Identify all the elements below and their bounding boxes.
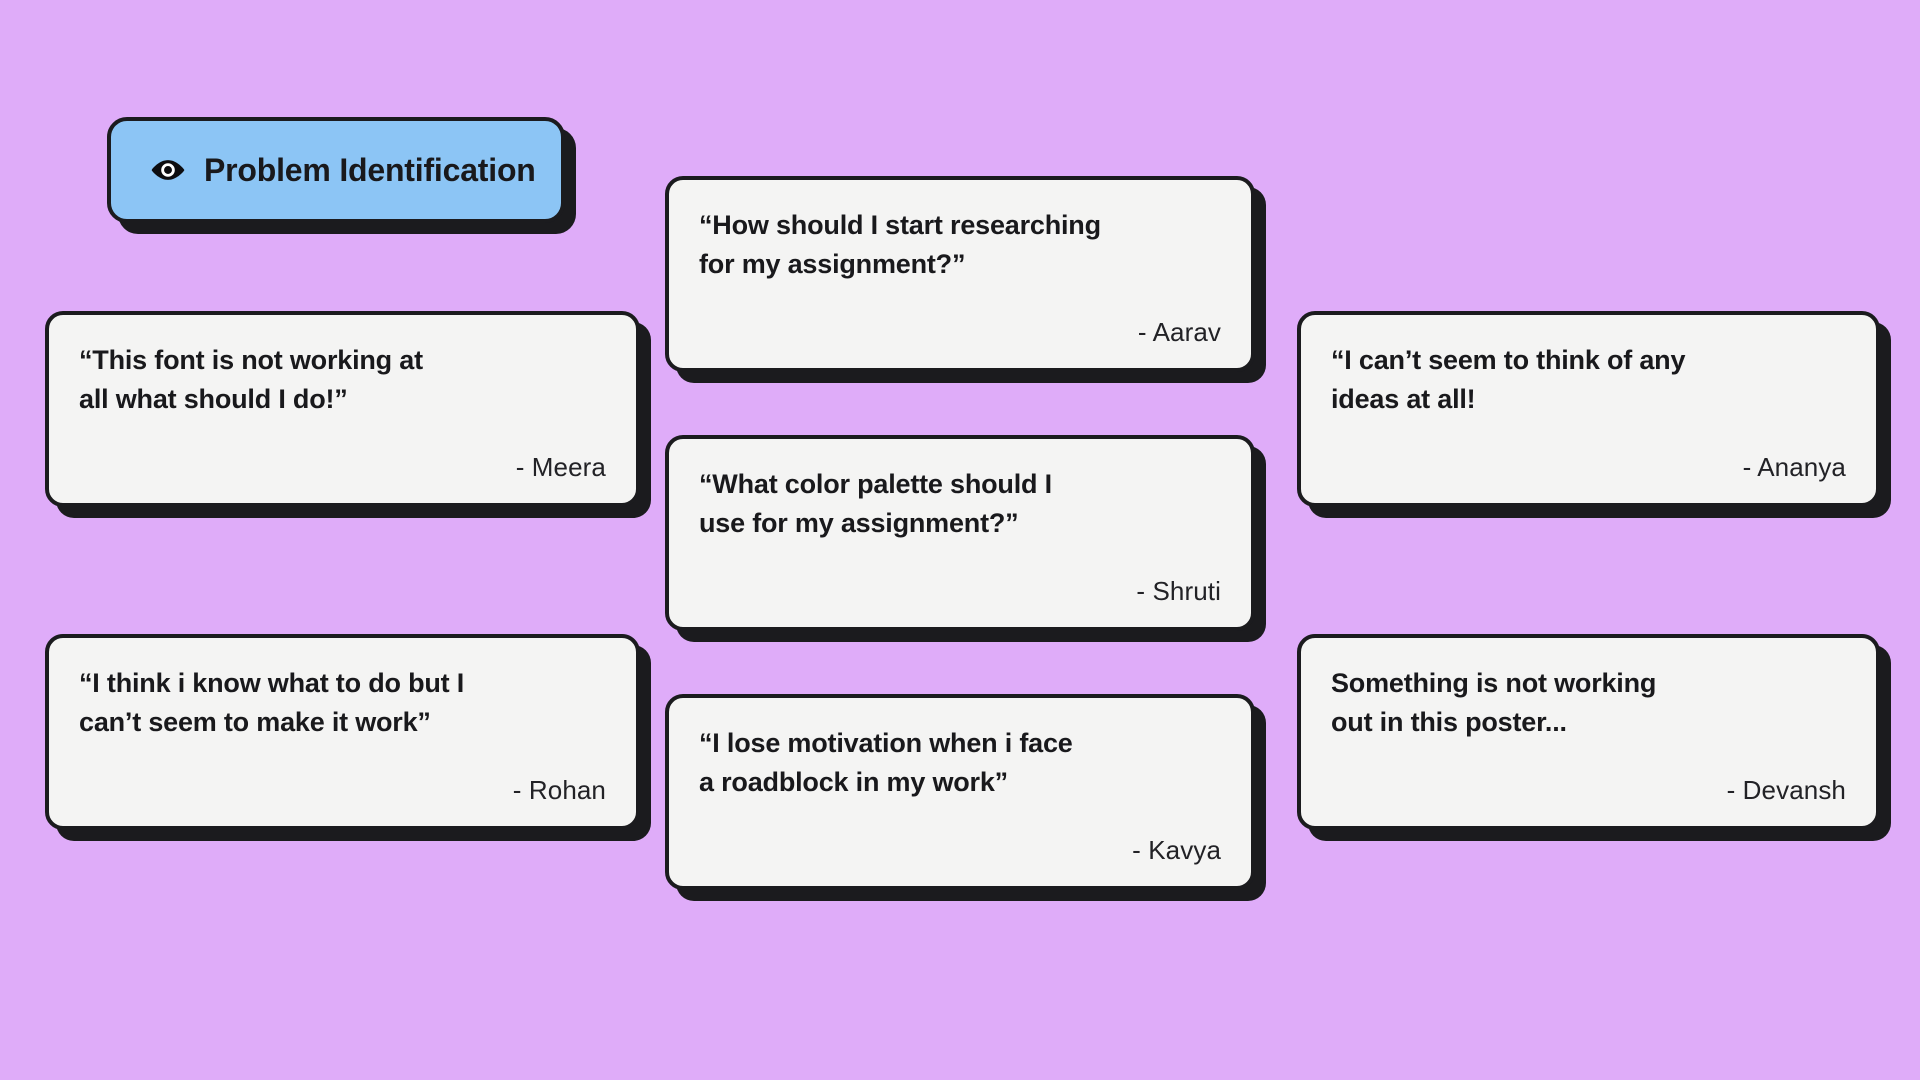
quote-card-meera[interactable]: “This font is not working at all what sh… [45, 311, 640, 507]
quote-author: - Rohan [512, 775, 606, 805]
quote-card-rohan[interactable]: “I think i know what to do but I can’t s… [45, 634, 640, 830]
quote-card-shruti[interactable]: “What color palette should I use for my … [665, 435, 1255, 631]
quote-author: - Aarav [1137, 317, 1221, 347]
eye-icon [151, 160, 185, 180]
quote-card-aarav[interactable]: “How should I start researching for my a… [665, 176, 1255, 372]
quote-text: “I can’t seem to think of any ideas at a… [1331, 345, 1686, 415]
quote-author: - Ananya [1742, 452, 1846, 482]
section-badge-problem-identification[interactable]: Problem Identification [107, 117, 565, 223]
quote-card-ananya[interactable]: “I can’t seem to think of any ideas at a… [1297, 311, 1880, 507]
section-badge-label: Problem Identification [204, 152, 536, 188]
quote-author: - Shruti [1136, 576, 1221, 606]
quote-text: “This font is not working at all what sh… [79, 345, 423, 415]
quote-text: “How should I start researching for my a… [699, 210, 1101, 280]
quote-author: - Devansh [1726, 775, 1846, 805]
quote-card-kavya[interactable]: “I lose motivation when i face a roadblo… [665, 694, 1255, 890]
quote-text: “I lose motivation when i face a roadblo… [699, 728, 1073, 798]
quote-text: Something is not working out in this pos… [1331, 668, 1657, 738]
quote-author: - Meera [515, 452, 606, 482]
quote-text: “What color palette should I use for my … [699, 469, 1052, 539]
quote-card-devansh[interactable]: Something is not working out in this pos… [1297, 634, 1880, 830]
quote-author: - Kavya [1132, 835, 1221, 865]
quote-text: “I think i know what to do but I can’t s… [79, 668, 465, 738]
